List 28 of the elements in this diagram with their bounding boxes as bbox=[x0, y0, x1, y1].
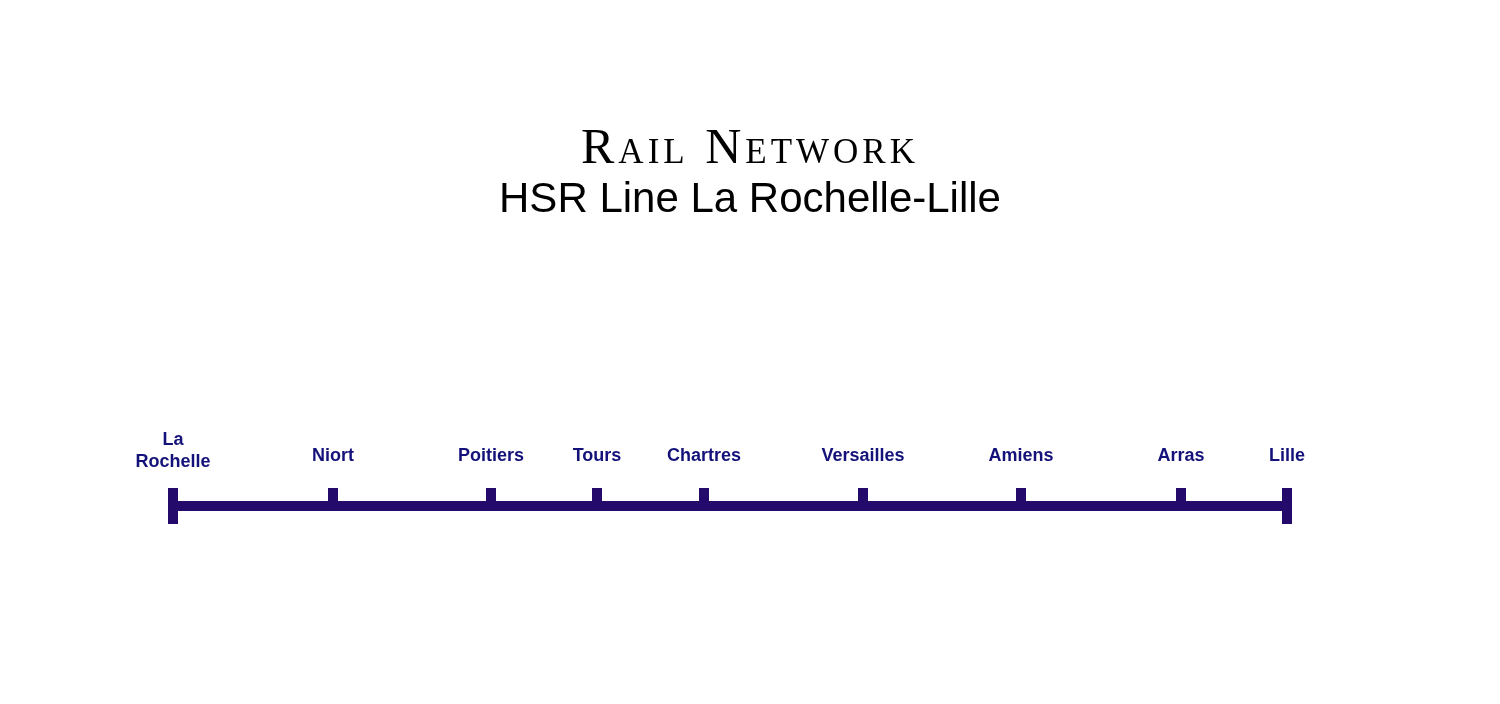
station-name: La Rochelle bbox=[134, 428, 212, 472]
station-tick bbox=[1016, 488, 1026, 511]
station-name: Poitiers bbox=[458, 444, 524, 466]
station-name: Niort bbox=[312, 444, 354, 466]
station-tick bbox=[168, 488, 178, 524]
subtitle: HSR Line La Rochelle-Lille bbox=[499, 174, 1001, 222]
station-tick bbox=[1282, 488, 1292, 524]
track-segment bbox=[178, 501, 328, 511]
station-tick bbox=[328, 488, 338, 511]
station-tick bbox=[699, 488, 709, 511]
track-segment bbox=[868, 501, 1016, 511]
track-segment bbox=[1186, 501, 1282, 511]
track-segment bbox=[496, 501, 592, 511]
station-tick bbox=[592, 488, 602, 511]
station-name: Lille bbox=[1269, 444, 1305, 466]
track-segment bbox=[602, 501, 699, 511]
track-segment bbox=[709, 501, 858, 511]
title: Rail Network bbox=[581, 118, 919, 174]
track-segment bbox=[1026, 501, 1176, 511]
station-name: Chartres bbox=[667, 444, 741, 466]
station-tick bbox=[486, 488, 496, 511]
station-name: Arras bbox=[1157, 444, 1205, 466]
station-name: Tours bbox=[572, 444, 622, 466]
station-tick bbox=[858, 488, 868, 511]
station-tick bbox=[1176, 488, 1186, 511]
track-segment bbox=[338, 501, 486, 511]
station-name: Amiens bbox=[988, 444, 1054, 466]
station-name: Versailles bbox=[821, 444, 905, 466]
